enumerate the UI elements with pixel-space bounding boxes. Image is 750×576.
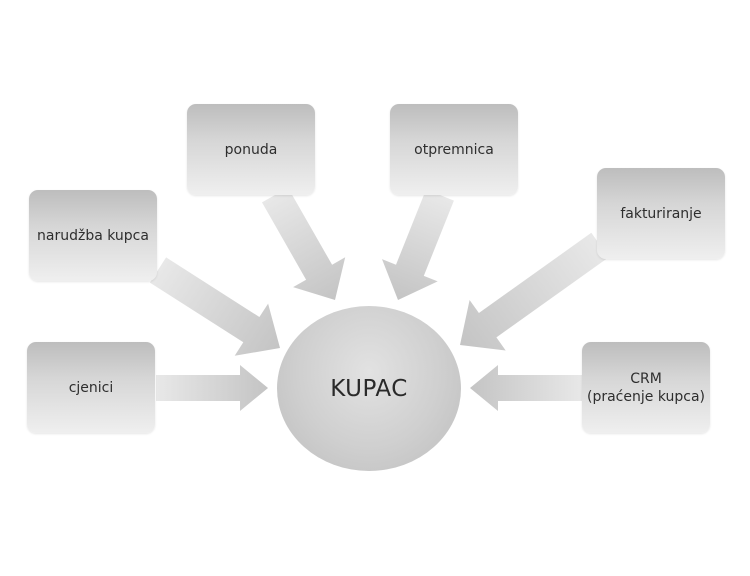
arrow-narudzba-to-kupac xyxy=(149,257,280,356)
node-label: ponuda xyxy=(224,141,278,158)
node-label: cjenici xyxy=(68,379,114,396)
center-label: KUPAC xyxy=(330,375,408,402)
arrow-crm-to-kupac xyxy=(470,365,582,411)
arrow-ponuda-to-kupac xyxy=(262,187,346,300)
node-label: otpremnica xyxy=(414,141,494,158)
arrow-cjenici-to-kupac xyxy=(156,365,268,411)
node-label: narudžba kupca xyxy=(37,227,149,244)
node-label: CRM (praćenje kupca) xyxy=(587,370,705,405)
arrow-otpremnica-to-kupac xyxy=(382,189,454,300)
arrow-fakturiranje-to-kupac xyxy=(460,232,609,351)
node-label: fakturiranje xyxy=(620,205,702,222)
node-cjenici: cjenici xyxy=(27,342,155,433)
node-crm: CRM (praćenje kupca) xyxy=(582,342,710,433)
node-ponuda: ponuda xyxy=(187,104,315,195)
node-fakturiranje: fakturiranje xyxy=(597,168,725,259)
node-otpremnica: otpremnica xyxy=(390,104,518,195)
center-node-kupac: KUPAC xyxy=(277,306,461,471)
node-narudzba-kupca: narudžba kupca xyxy=(29,190,157,281)
